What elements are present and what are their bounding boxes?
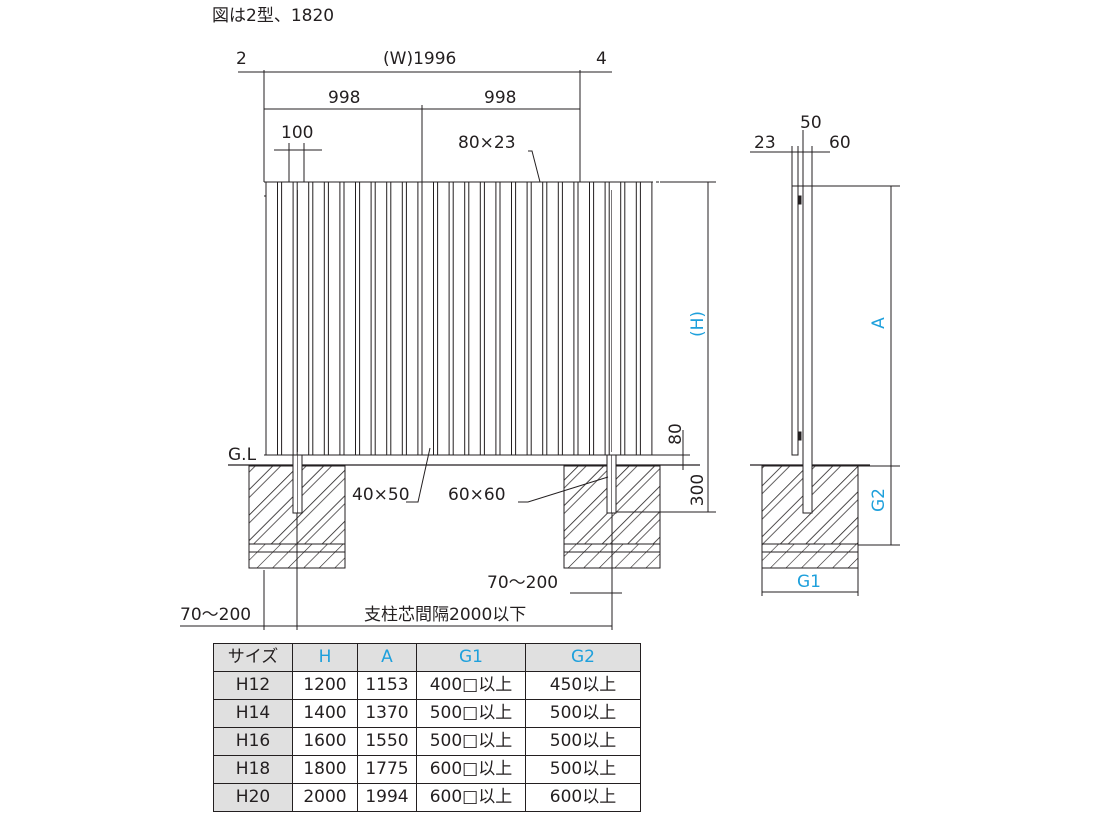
table-row: H20 2000 1994 600□以上 600以上 — [213, 783, 641, 812]
cell-a: 1153 — [357, 671, 417, 700]
fence-slat — [468, 181, 481, 456]
cell-h: 2000 — [292, 783, 358, 812]
dim-half-right: 998 — [484, 88, 516, 108]
cell-size: H20 — [213, 783, 293, 812]
fence-slat — [312, 181, 325, 456]
cell-size: H16 — [213, 727, 293, 756]
fence-slat — [499, 181, 512, 456]
fence-slat — [405, 181, 419, 456]
fence-slat — [421, 181, 434, 456]
table-row: H14 1400 1370 500□以上 500以上 — [213, 699, 641, 728]
dim-slat-section: 80×23 — [458, 133, 516, 153]
side-dim-right: 60 — [829, 133, 851, 153]
fence-slat — [577, 181, 590, 456]
header-g2: G2 — [525, 643, 641, 672]
fence-slat — [296, 181, 310, 456]
fence-slat — [546, 181, 559, 456]
fence-drawing: 図は2型、1820 — [180, 6, 900, 630]
fence-slat — [437, 181, 450, 456]
cell-g1: 500□以上 — [416, 699, 526, 728]
fence-slat — [327, 181, 341, 456]
cell-g2: 500以上 — [525, 755, 641, 784]
fence-slat — [530, 181, 544, 456]
fence-slat — [390, 181, 403, 456]
dim-slat-pitch: 100 — [281, 123, 313, 143]
dim-post-spacing: 支柱芯間隔2000以下 — [364, 605, 526, 625]
dim-half-left: 998 — [328, 88, 360, 108]
front-view — [180, 70, 716, 630]
header-g1: G1 — [416, 643, 526, 672]
fence-slat — [561, 181, 575, 456]
dim-total-width: (W)1996 — [383, 49, 456, 69]
dim-post-section: 60×60 — [448, 485, 506, 505]
cell-a: 1775 — [357, 755, 417, 784]
header-h: H — [292, 643, 358, 672]
header-size: サイズ — [213, 643, 293, 672]
cell-g2: 450以上 — [525, 671, 641, 700]
header-a: A — [357, 643, 417, 672]
fence-slat — [265, 181, 278, 456]
side-dim-a: A — [869, 317, 889, 329]
table-header-row: サイズ H A G1 G2 — [213, 643, 641, 672]
cell-size: H18 — [213, 755, 293, 784]
cell-h: 1600 — [292, 727, 358, 756]
side-dim-g1: G1 — [797, 572, 821, 592]
dim-left-offset: 2 — [236, 49, 247, 69]
cell-g1: 600□以上 — [416, 783, 526, 812]
fence-slat — [608, 181, 622, 456]
cell-size: H14 — [213, 699, 293, 728]
fence-slat — [359, 181, 372, 456]
fence-slat — [624, 181, 637, 456]
dim-height: (H) — [688, 311, 708, 337]
cell-a: 1994 — [357, 783, 417, 812]
fence-slat — [639, 181, 653, 456]
fence-slat — [281, 181, 294, 456]
dim-bottom-clearance: 80 — [666, 423, 686, 445]
cell-h: 1400 — [292, 699, 358, 728]
table-row: H16 1600 1550 500□以上 500以上 — [213, 727, 641, 756]
fence-slat — [593, 181, 606, 456]
size-spec-table: サイズ H A G1 G2 H12 1200 1153 400□以上 450以上… — [213, 643, 641, 812]
fence-slat — [483, 181, 497, 456]
side-dim-top: 50 — [800, 113, 822, 133]
dim-right-edge-range: 70〜200 — [487, 573, 558, 593]
fence-slat — [515, 181, 528, 456]
dim-support-section: 40×50 — [352, 485, 410, 505]
fence-slat — [374, 181, 388, 456]
table-row: H18 1800 1775 600□以上 500以上 — [213, 755, 641, 784]
cell-size: H12 — [213, 671, 293, 700]
cell-g1: 600□以上 — [416, 755, 526, 784]
cell-a: 1370 — [357, 699, 417, 728]
figure-caption: 図は2型、1820 — [212, 6, 334, 26]
dim-left-edge-range: 70〜200 — [180, 605, 251, 625]
cell-h: 1200 — [292, 671, 358, 700]
fence-slat — [343, 181, 356, 456]
ground-label: G.L — [228, 445, 257, 465]
side-dim-left: 23 — [754, 133, 776, 153]
fence-slat — [452, 181, 466, 456]
dim-embed-depth: 300 — [688, 474, 708, 506]
side-view — [750, 130, 900, 596]
cell-g2: 600以上 — [525, 783, 641, 812]
cell-g2: 500以上 — [525, 699, 641, 728]
table-row: H12 1200 1153 400□以上 450以上 — [213, 671, 641, 700]
slat-group — [265, 181, 653, 456]
cell-g1: 400□以上 — [416, 671, 526, 700]
cell-g2: 500以上 — [525, 727, 641, 756]
side-dim-g2: G2 — [869, 488, 889, 512]
dim-right-offset: 4 — [596, 49, 607, 69]
cell-a: 1550 — [357, 727, 417, 756]
cell-g1: 500□以上 — [416, 727, 526, 756]
cell-h: 1800 — [292, 755, 358, 784]
